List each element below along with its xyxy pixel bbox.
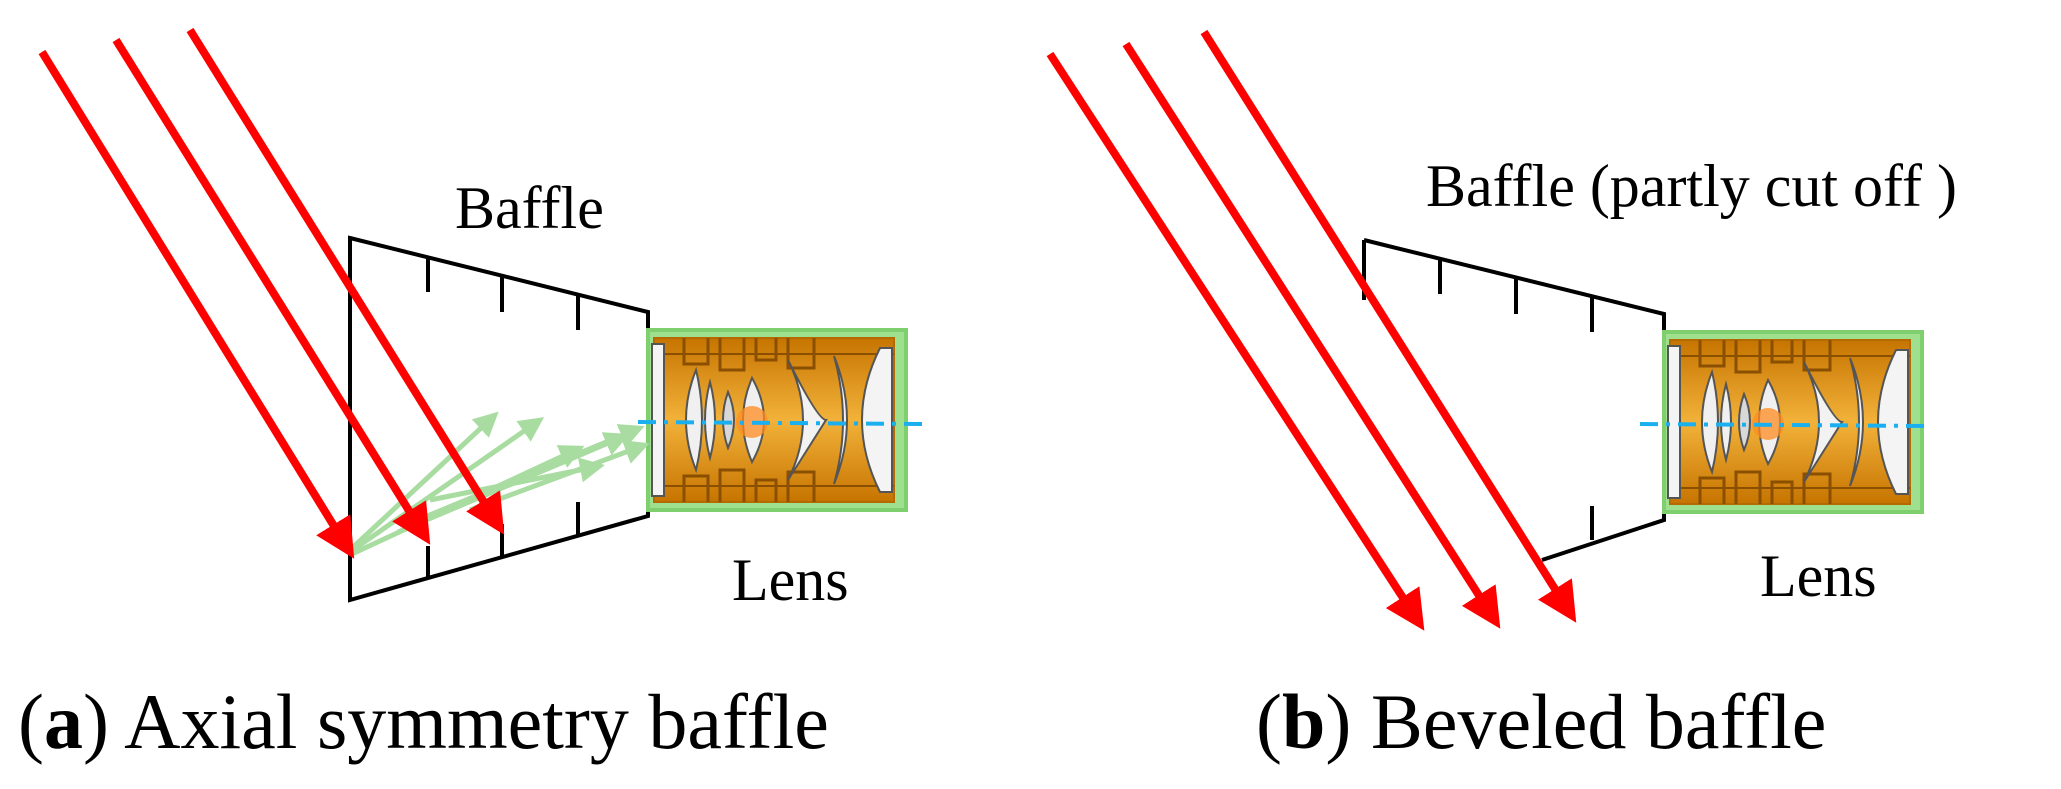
green-arrow-icon — [429, 457, 605, 503]
green-arrow-icon — [407, 424, 645, 527]
red-arrow-icon — [38, 49, 355, 559]
caption-b: (b) Beveled baffle — [1256, 678, 1826, 765]
red-arrow-icon — [1046, 51, 1425, 631]
incident-rays-a — [38, 27, 505, 559]
caption-letter-b: b — [1282, 678, 1325, 765]
panel-b: Baffle (partly cut off ) Lens (b) Bevele… — [1046, 29, 1957, 765]
caption-a: (a) Axial symmetry baffle — [18, 678, 829, 765]
panel-a: Baffle Lens (a) Axial symmetry baffle — [18, 27, 927, 765]
scattered-rays-a — [348, 411, 650, 557]
green-arrow-icon — [348, 411, 499, 552]
incident-rays-b — [1046, 29, 1577, 631]
caption-text-b: ) Beveled baffle — [1325, 678, 1826, 765]
caption-letter-a: a — [44, 678, 83, 765]
red-arrow-icon — [1122, 41, 1501, 629]
baffle-label-b: Baffle (partly cut off ) — [1426, 153, 1957, 219]
baffle-label-a: Baffle — [455, 175, 604, 241]
green-arrow-icon — [469, 440, 650, 513]
red-arrow-icon — [112, 37, 431, 545]
caption-text-a: ) Axial symmetry baffle — [83, 678, 829, 765]
beveled-baffle — [1362, 238, 1666, 562]
red-arrow-icon — [1200, 29, 1577, 623]
optical-axis-a — [637, 420, 927, 426]
optical-axis-b — [1639, 422, 1931, 428]
lens-assembly-b — [1662, 330, 1924, 514]
axial-baffle — [348, 235, 650, 603]
red-arrow-icon — [186, 27, 505, 535]
lens-label-b: Lens — [1760, 543, 1877, 609]
lens-label-a: Lens — [732, 547, 849, 613]
green-arrow-icon — [348, 417, 545, 555]
lens-assembly-a — [646, 328, 908, 512]
